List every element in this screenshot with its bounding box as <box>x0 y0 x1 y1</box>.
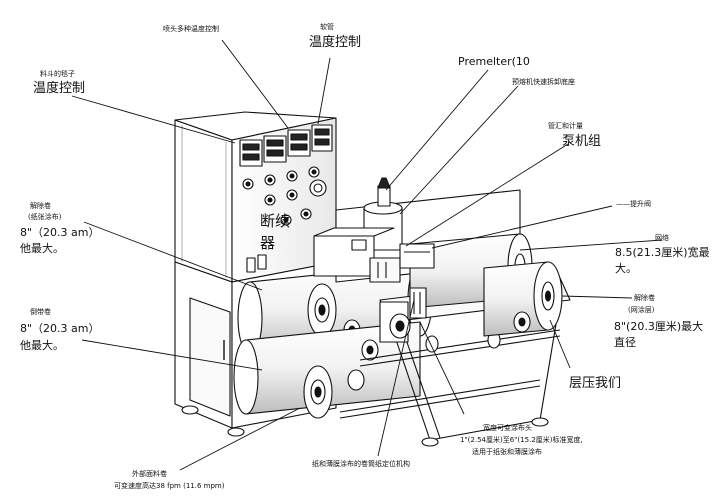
pump-group-label: 泵机组 <box>562 134 602 149</box>
web-label: 网络 <box>655 234 669 242</box>
intermittent-label-2: 器 <box>260 234 276 252</box>
rewind-roll-label: 倒带卷 <box>30 308 51 316</box>
unwind-roll-sub-label: (纸张涂布) <box>28 213 62 221</box>
right-unwind-size-label: 8"(20.3厘米)最大 <box>614 320 704 333</box>
web-width-max-label: 大。 <box>615 262 637 275</box>
premelter-base-label: 预熔机快速拆卸底座 <box>512 78 575 86</box>
intermittent-label: 断续 <box>260 212 291 230</box>
lower-roll <box>233 321 421 419</box>
lamination-label: 层压我们 <box>569 376 622 391</box>
right-unwind-diameter-label: 直径 <box>614 336 636 349</box>
control-panel <box>239 124 333 273</box>
premelter-unit <box>313 177 435 283</box>
unwind-roll-label: 解除卷 <box>30 202 51 210</box>
coater-head-label-1: 宽度可变涂布头 <box>483 424 532 432</box>
external-roll-label: 外部面料卷 <box>132 470 167 478</box>
web-width-label: 8.5(21.3厘米)宽最 <box>615 246 710 259</box>
hose-temperature-label: 温度控制 <box>309 35 362 50</box>
hose-label: 软管 <box>320 23 334 31</box>
speed-label: 可变速度高达38 fpm (11.6 mpm) <box>114 482 225 490</box>
rewind-roll-size-label: 8"（20.3 am） <box>20 322 100 335</box>
nozzle-temperature-label: 喷头多种温度控制 <box>163 25 219 33</box>
unwind-roll-max-label: 他最大。 <box>20 242 64 255</box>
coater-head <box>379 287 427 343</box>
right-unwind-roll <box>483 261 563 337</box>
right-unwind-label: 解除卷 <box>634 294 655 302</box>
coater-head-label-3: 适用于纸张和薄膜涂布 <box>472 448 542 456</box>
hopper-temperature-label: 温度控制 <box>33 81 86 96</box>
premelter-label: Premelter(10 <box>458 55 530 68</box>
coater-head-label-2: 1"(2.54厘米)至6"(15.2厘米)标准宽度, <box>460 436 583 444</box>
manifold-metering-label: 管汇和计量 <box>548 122 583 130</box>
unwind-roll-size-label: 8"（20.3 am） <box>20 226 100 239</box>
hopper-blanket-label: 料斗的毯子 <box>40 70 75 78</box>
lift-valve-label: ——提升阀 <box>616 200 651 208</box>
rewind-roll-max-label: 他最大。 <box>20 339 64 352</box>
right-unwind-sub-label: (网涂层) <box>628 306 655 314</box>
leader-lines <box>71 39 663 471</box>
web-positioning-label: 纸和薄膜涂布的卷筒纸定位机构 <box>312 460 410 468</box>
